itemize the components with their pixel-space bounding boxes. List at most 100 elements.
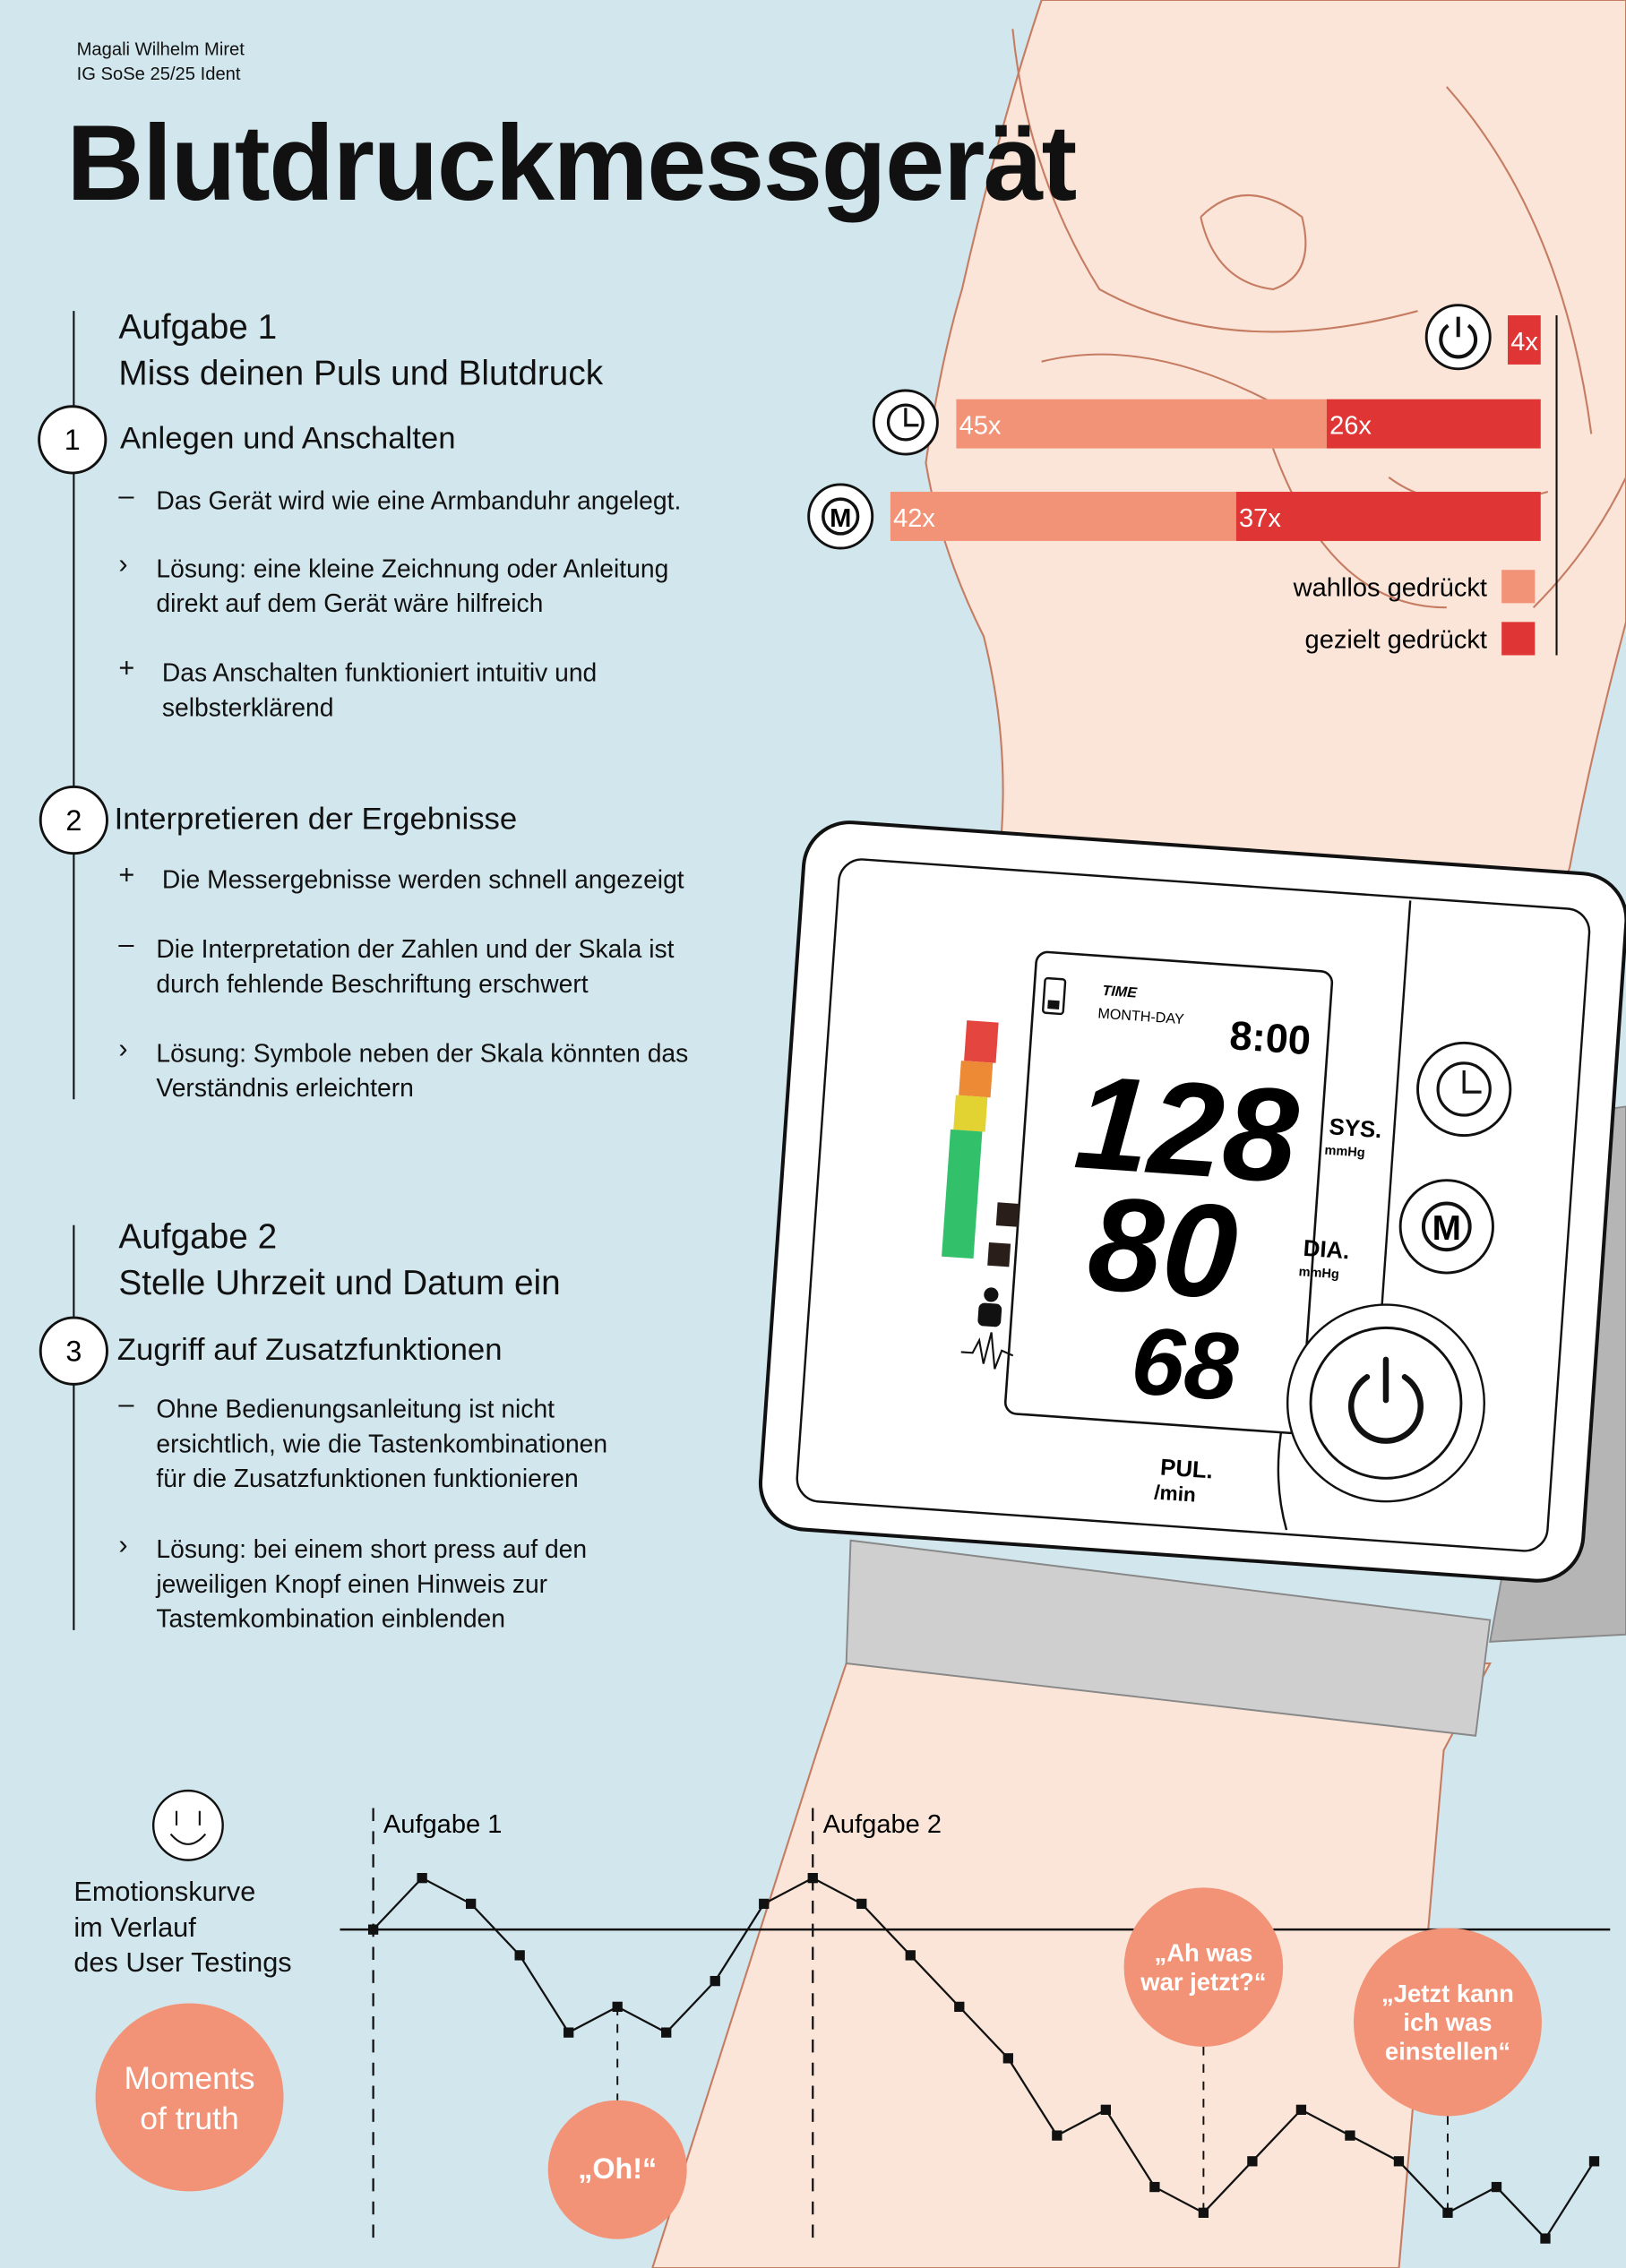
- power-button[interactable]: [1286, 1303, 1485, 1503]
- bar-targeted: [1235, 492, 1541, 541]
- bp-color-scale: [942, 1020, 999, 1259]
- bar-label: 45x: [959, 411, 1002, 440]
- clock-icon: [1436, 1061, 1492, 1117]
- negative-symbol: –: [118, 1389, 134, 1421]
- memory-icon: [1421, 1201, 1472, 1252]
- emotion-point: [1442, 2207, 1453, 2218]
- emotion-point: [1002, 2053, 1013, 2064]
- pul-label: PUL.: [1159, 1455, 1214, 1483]
- emotion-point: [564, 2027, 574, 2038]
- step-number: 2: [65, 804, 82, 837]
- moment-quote: einstellen“: [1385, 2037, 1510, 2065]
- finding-solution: Lösung: bei einem short press auf den jew…: [156, 1532, 587, 1636]
- finding-line: Die Interpretation der Zahlen und der Sk…: [156, 934, 675, 964]
- emotion-point: [1100, 2104, 1112, 2115]
- emotion-point: [759, 1898, 770, 1910]
- moment-quote: „Ah was: [1154, 1939, 1252, 1967]
- emotion-point: [905, 1950, 916, 1961]
- emotion-point: [465, 1898, 477, 1910]
- author: Magali Wilhelm Miret: [76, 39, 245, 60]
- task-marker-label: Aufgabe 2: [823, 1810, 942, 1839]
- step-3-heading: Zugriff auf Zusatzfunktionen: [116, 1332, 503, 1367]
- solution-symbol: ›: [118, 1530, 128, 1561]
- finding-line: Das Anschalten funktioniert intuitiv und: [161, 657, 598, 688]
- bar-label: 4x: [1510, 328, 1538, 357]
- step-number-badge: 1: [38, 405, 108, 475]
- emotion-point: [1247, 2156, 1258, 2167]
- finding-line: Lösung: bei einem short press auf den: [156, 1534, 588, 1564]
- blood-pressure-monitor: TIME MONTH-DAY 8:00 128 80 68 SYS. mmHg …: [758, 820, 1626, 1583]
- user-icon: [977, 1287, 1002, 1327]
- finding-line: Das Gerät wird wie eine Armbanduhr angel…: [156, 485, 682, 515]
- finding-line: direkt auf dem Gerät wäre hilfreich: [156, 588, 544, 618]
- lcd-memory-mark: [987, 1241, 1011, 1267]
- lcd-memory-mark: [995, 1202, 1019, 1227]
- svg-text:M: M: [830, 504, 851, 533]
- finding-line: Lösung: Symbole neben der Skala könnten …: [156, 1038, 689, 1068]
- emotion-point: [1295, 2104, 1307, 2115]
- legend-label: wahllos gedrückt: [1293, 573, 1487, 602]
- dia-unit: mmHg: [1298, 1265, 1339, 1282]
- sys-label: SYS.: [1329, 1114, 1383, 1143]
- negative-symbol: –: [118, 481, 134, 512]
- finding-line: Tastemkombination einblenden: [156, 1603, 506, 1634]
- emotion-point: [856, 1898, 867, 1910]
- smiley-icon: [151, 1789, 224, 1861]
- lcd-time-label: TIME: [1102, 983, 1139, 1001]
- memory-button[interactable]: M: [1398, 1179, 1494, 1275]
- finding-line: für die Zusatzfunktionen funktionieren: [156, 1464, 579, 1493]
- clock-button[interactable]: [1416, 1041, 1512, 1138]
- emotion-point: [1149, 2181, 1160, 2193]
- scale-segment: [959, 1061, 994, 1098]
- step-2-heading: Interpretieren der Ergebnisse: [114, 801, 518, 837]
- emotion-point: [514, 1950, 525, 1961]
- power-icon: [1424, 304, 1492, 371]
- finding-line: ersichtlich, wie die Tastenkombinationen: [156, 1429, 608, 1458]
- emotion-title-line: des User Testings: [73, 1948, 292, 1980]
- bar-random: [956, 399, 1327, 449]
- lcd-screen: [1003, 950, 1334, 1435]
- step-1-heading: Anlegen und Anschalten: [120, 420, 456, 456]
- emotion-point: [710, 1975, 720, 1987]
- moment-quote: „Oh!“: [578, 2152, 657, 2185]
- emotion-point: [1491, 2181, 1502, 2193]
- moment-quote: ich was: [1403, 2008, 1492, 2036]
- emotion-curve-title: Emotionskurve im Verlauf des User Testin…: [73, 1876, 291, 1982]
- scale-segment: [964, 1020, 999, 1063]
- memory-letter: M: [1432, 1209, 1461, 1248]
- moment-bubble: „Oh!“: [547, 2006, 687, 2239]
- emotion-title-line: im Verlauf: [73, 1912, 196, 1944]
- course: IG SoSe 25/25 Ident: [76, 64, 241, 84]
- emotion-point: [661, 2027, 672, 2038]
- bar-label: 37x: [1239, 504, 1281, 533]
- finding-negative: Die Interpretation der Zahlen und der Sk…: [156, 932, 674, 1001]
- emotion-title-line: Emotionskurve: [73, 1877, 256, 1908]
- bar-label: 26x: [1329, 411, 1372, 440]
- lcd-time: 8:00: [1228, 1012, 1312, 1063]
- page-title: Blutdruckmessgerät: [66, 102, 1077, 223]
- emotion-point: [1588, 2156, 1600, 2167]
- emotion-point: [1393, 2156, 1405, 2167]
- solution-symbol: ›: [118, 549, 128, 580]
- power-icon: [1348, 1356, 1424, 1444]
- finding-line: jeweiligen Knopf einen Hinweis zur: [156, 1569, 548, 1599]
- finding-positive: Das Anschalten funktioniert intuitiv und…: [162, 656, 597, 726]
- emotion-point: [417, 1873, 427, 1884]
- legend-label: gezielt gedrückt: [1305, 625, 1487, 654]
- emotion-line: [372, 1877, 1596, 2240]
- positive-symbol: +: [118, 653, 135, 684]
- finding-line: Ohne Bedienungsanleitung ist nicht: [156, 1394, 555, 1423]
- moments-title-line: of truth: [140, 2100, 239, 2136]
- positive-symbol: +: [118, 860, 135, 891]
- heartbeat-icon: [960, 1332, 1014, 1370]
- solution-symbol: ›: [118, 1034, 128, 1065]
- task-1-subtitle: Miss deinen Puls und Blutdruck: [118, 354, 604, 394]
- step-number: 3: [65, 1336, 82, 1368]
- dia-label: DIA.: [1303, 1236, 1350, 1265]
